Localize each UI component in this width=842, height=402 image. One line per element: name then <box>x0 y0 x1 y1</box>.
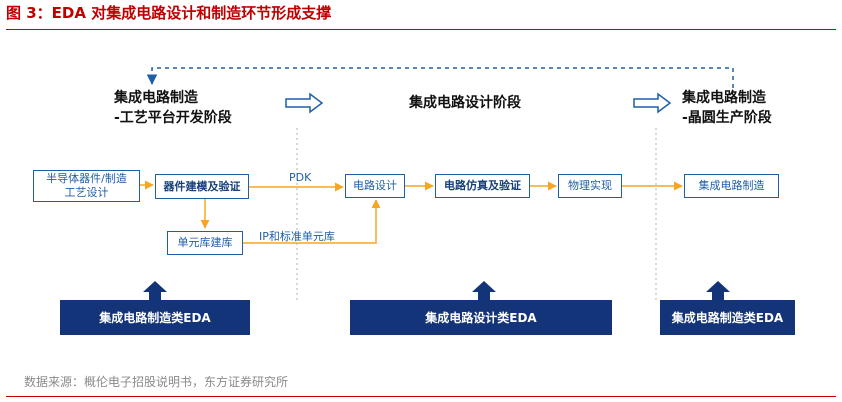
stage-right-line2: -晶圆生产阶段 <box>682 110 772 126</box>
stage-middle-heading: 集成电路设计阶段 <box>409 95 521 111</box>
box-physical-implementation: 物理实现 <box>558 174 622 198</box>
box-semiconductor-line2: 工艺设计 <box>64 186 109 199</box>
eda-bar-manufacturing-right: 集成电路制造类EDA <box>660 300 795 335</box>
box-device-modeling: 器件建模及验证 <box>155 174 249 199</box>
box-circuit-simulation: 电路仿真及验证 <box>435 174 530 198</box>
box-circuit-design: 电路设计 <box>345 174 405 198</box>
figure-title: 图 3：EDA 对集成电路设计和制造环节形成支撑 <box>6 4 332 22</box>
stage-arrow-right <box>633 92 672 114</box>
box-cell-library: 单元库建库 <box>167 231 243 255</box>
box-ic-manufacturing: 集成电路制造 <box>684 174 779 198</box>
up-arrow-right <box>706 281 730 300</box>
box-semiconductor-line1: 半导体器件/制造 <box>46 172 127 185</box>
label-ip-library: IP和标准单元库 <box>259 230 335 243</box>
label-pdk: PDK <box>289 171 312 184</box>
stage-right-heading: 集成电路制造 -晶圆生产阶段 <box>682 88 772 128</box>
stage-left-line2: -工艺平台开发阶段 <box>114 110 232 126</box>
box-semiconductor-process-design: 半导体器件/制造 工艺设计 <box>33 170 140 202</box>
stage-left-heading: 集成电路制造 -工艺平台开发阶段 <box>114 88 232 128</box>
flow-arrow-ip <box>243 199 381 244</box>
footer-divider <box>6 396 836 397</box>
title-divider <box>6 29 836 30</box>
stage-right-line1: 集成电路制造 <box>682 90 766 106</box>
stage-left-line1: 集成电路制造 <box>114 90 198 106</box>
eda-bar-manufacturing-left: 集成电路制造类EDA <box>60 300 250 335</box>
source-note: 数据来源：概伦电子招股说明书，东方证券研究所 <box>24 375 289 389</box>
up-arrow-left <box>143 281 167 300</box>
stage-arrow-left <box>285 92 324 114</box>
up-arrow-middle <box>472 281 496 300</box>
feedback-dashed-loop <box>146 67 734 88</box>
eda-bar-design: 集成电路设计类EDA <box>350 300 612 335</box>
